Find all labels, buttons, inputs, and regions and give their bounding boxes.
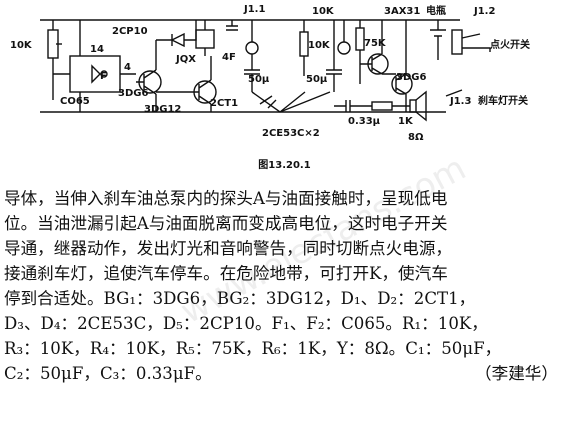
- label-10k-top: 10K: [312, 6, 335, 17]
- label-c50-right: 50μ: [306, 74, 328, 85]
- text-line: 导通，继器动作，发出灯光和音响警告，同时切断点火电源，: [4, 239, 453, 258]
- label-c50-left: 50μ: [248, 74, 270, 85]
- label-2ce53c: 2CE53C×2: [262, 128, 320, 139]
- text-line: 停到合适处。BG₁：3DG6，BG₂：3DG12，D₁、D₂：2CT1，: [4, 289, 476, 308]
- label-co65: CO65: [60, 96, 90, 107]
- label-4f: 4F: [222, 52, 236, 63]
- label-jqx: JQX: [175, 54, 196, 65]
- text-line-content: C₂：50μF，C₃：0.33μF。: [4, 364, 212, 383]
- label-j11: J1.1: [243, 4, 265, 15]
- label-3dg6: 3DG6: [118, 88, 148, 99]
- label-brake-light: 刹车灯开关: [478, 94, 528, 107]
- label-3dg12: 3DG12: [144, 104, 181, 115]
- label-f-gate: F: [100, 71, 107, 82]
- label-033u: 0.33μ: [348, 116, 381, 127]
- label-1k: 1K: [398, 116, 414, 127]
- author: （李建华）: [475, 364, 558, 383]
- circuit-schematic: 10K 14 F 4 CO65 2CP10 JQX 4F 3DG6 3DG12 …: [10, 4, 530, 143]
- label-j12: J1.2: [473, 6, 495, 17]
- text-line: 接通刹车灯，追使汽车停车。在危险地带，可打开K，使汽车: [4, 264, 448, 283]
- text-line: R₃：10K，R₄：10K，R₅：75K，R₆：1K，Y：8Ω。C₁：50μF，: [4, 339, 502, 358]
- label-75k: 75K: [364, 38, 387, 49]
- label-2ct1: 2CT1: [210, 98, 238, 109]
- label-8ohm: 8Ω: [408, 132, 424, 143]
- label-pin4: 4: [124, 62, 131, 73]
- text-line-last: C₂：50μF，C₃：0.33μF。 （李建华）: [4, 361, 566, 386]
- text-line: 导体，当伸入刹车油总泵内的探头A与油面接触时，呈现低电: [4, 189, 448, 208]
- text-line: 位。当油泄漏引起A与油面脱离而变成高电位，这时电子开关: [4, 214, 448, 233]
- label-ignition: 点火开关: [490, 38, 530, 51]
- figure-caption: 图13.20.1: [258, 160, 311, 171]
- label-battery: 电瓶: [426, 4, 446, 17]
- label-j13: J1.3: [449, 96, 471, 107]
- label-10k-mid: 10K: [308, 40, 331, 51]
- label-2cp10: 2CP10: [112, 26, 148, 37]
- text-line: D₃、D₄：2CE53C，D₅：2CP10。F₁、F₂：C065。R₁：10K，: [4, 314, 488, 333]
- label-3ax31: 3AX31: [384, 6, 420, 17]
- body-text: 导体，当伸入刹车油总泵内的探头A与油面接触时，呈现低电 位。当油泄漏引起A与油面…: [4, 186, 566, 386]
- label-r1: 10K: [10, 40, 33, 51]
- label-3dg6-right: 3DG6: [396, 72, 426, 83]
- label-pin14: 14: [90, 44, 104, 55]
